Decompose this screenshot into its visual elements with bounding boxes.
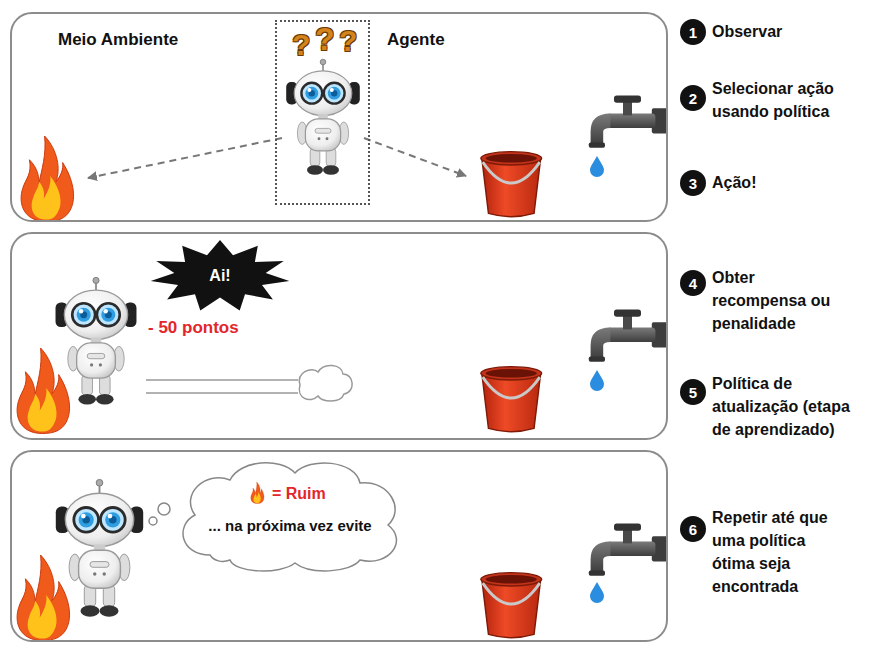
thought-bubble	[149, 517, 157, 525]
bucket-icon	[481, 367, 542, 432]
scene-panel: Ai! - 50 pontos	[10, 232, 668, 440]
speed-line	[146, 379, 298, 381]
dashed-arrow	[88, 138, 282, 178]
step-text: Política de atualização (etapa de aprend…	[712, 372, 852, 441]
exclaim-burst: Ai!	[150, 240, 290, 312]
agent-label: Agente	[387, 30, 445, 50]
step-number: 1	[680, 19, 706, 45]
step-circle: 3Ação!	[680, 170, 706, 196]
fire-icon	[17, 555, 69, 641]
thought-bubble	[158, 503, 170, 515]
step-number: 6	[680, 516, 706, 542]
thought-text: = Ruim	[272, 484, 326, 503]
step-number: 4	[680, 270, 706, 296]
question-mark: ?	[339, 26, 357, 56]
penalty-text: - 50 pontos	[148, 318, 239, 338]
step-text: Observar	[712, 20, 852, 43]
step-circle: 4Obter recompensa ou penalidade	[680, 270, 706, 296]
cloud-outline	[183, 463, 396, 571]
step-circle: 6Repetir até que uma política ótima seja…	[680, 516, 706, 542]
thought-cloud: = Ruim ... na próxima vez evite	[170, 455, 410, 575]
step-number: 3	[680, 170, 706, 196]
dashed-arrow	[364, 138, 466, 176]
robot-figure	[286, 59, 360, 175]
faucet-icon	[589, 524, 668, 576]
faucet-icon	[589, 310, 668, 362]
step-circle: 1Observar	[680, 19, 706, 45]
step-text: Repetir até que uma política ótima seja …	[712, 506, 852, 598]
question-mark: ?	[292, 30, 310, 60]
step-circle: 2Selecionar ação usando política	[680, 85, 706, 111]
panel-heading: Meio Ambiente	[58, 30, 178, 50]
dust-puff	[299, 365, 352, 401]
water-drop	[590, 582, 604, 603]
robot-figure	[56, 479, 143, 616]
step-circle: 5Política de atualização (etapa de apren…	[680, 379, 706, 405]
exclaim-text: Ai!	[150, 240, 290, 312]
step-number: 5	[680, 379, 706, 405]
fire-icon	[251, 482, 264, 504]
step-text: Obter recompensa ou penalidade	[712, 266, 852, 335]
cloud-shape	[170, 455, 410, 575]
fire-icon	[17, 348, 69, 434]
step-text: Selecionar ação usando política	[712, 77, 852, 123]
fire-icon	[21, 136, 73, 222]
robot-figure	[56, 277, 137, 404]
water-drop	[590, 370, 604, 391]
question-mark: ?	[315, 23, 335, 55]
faucet-icon	[589, 96, 668, 148]
step-text: Ação!	[712, 171, 852, 194]
scene-panel: = Ruim ... na próxima vez evite	[10, 450, 668, 642]
speed-line	[146, 392, 298, 394]
bucket-icon	[481, 152, 542, 217]
water-drop	[590, 156, 604, 177]
bucket-icon	[481, 573, 542, 638]
step-number: 2	[680, 85, 706, 111]
thought-text: ... na próxima vez evite	[208, 517, 371, 535]
